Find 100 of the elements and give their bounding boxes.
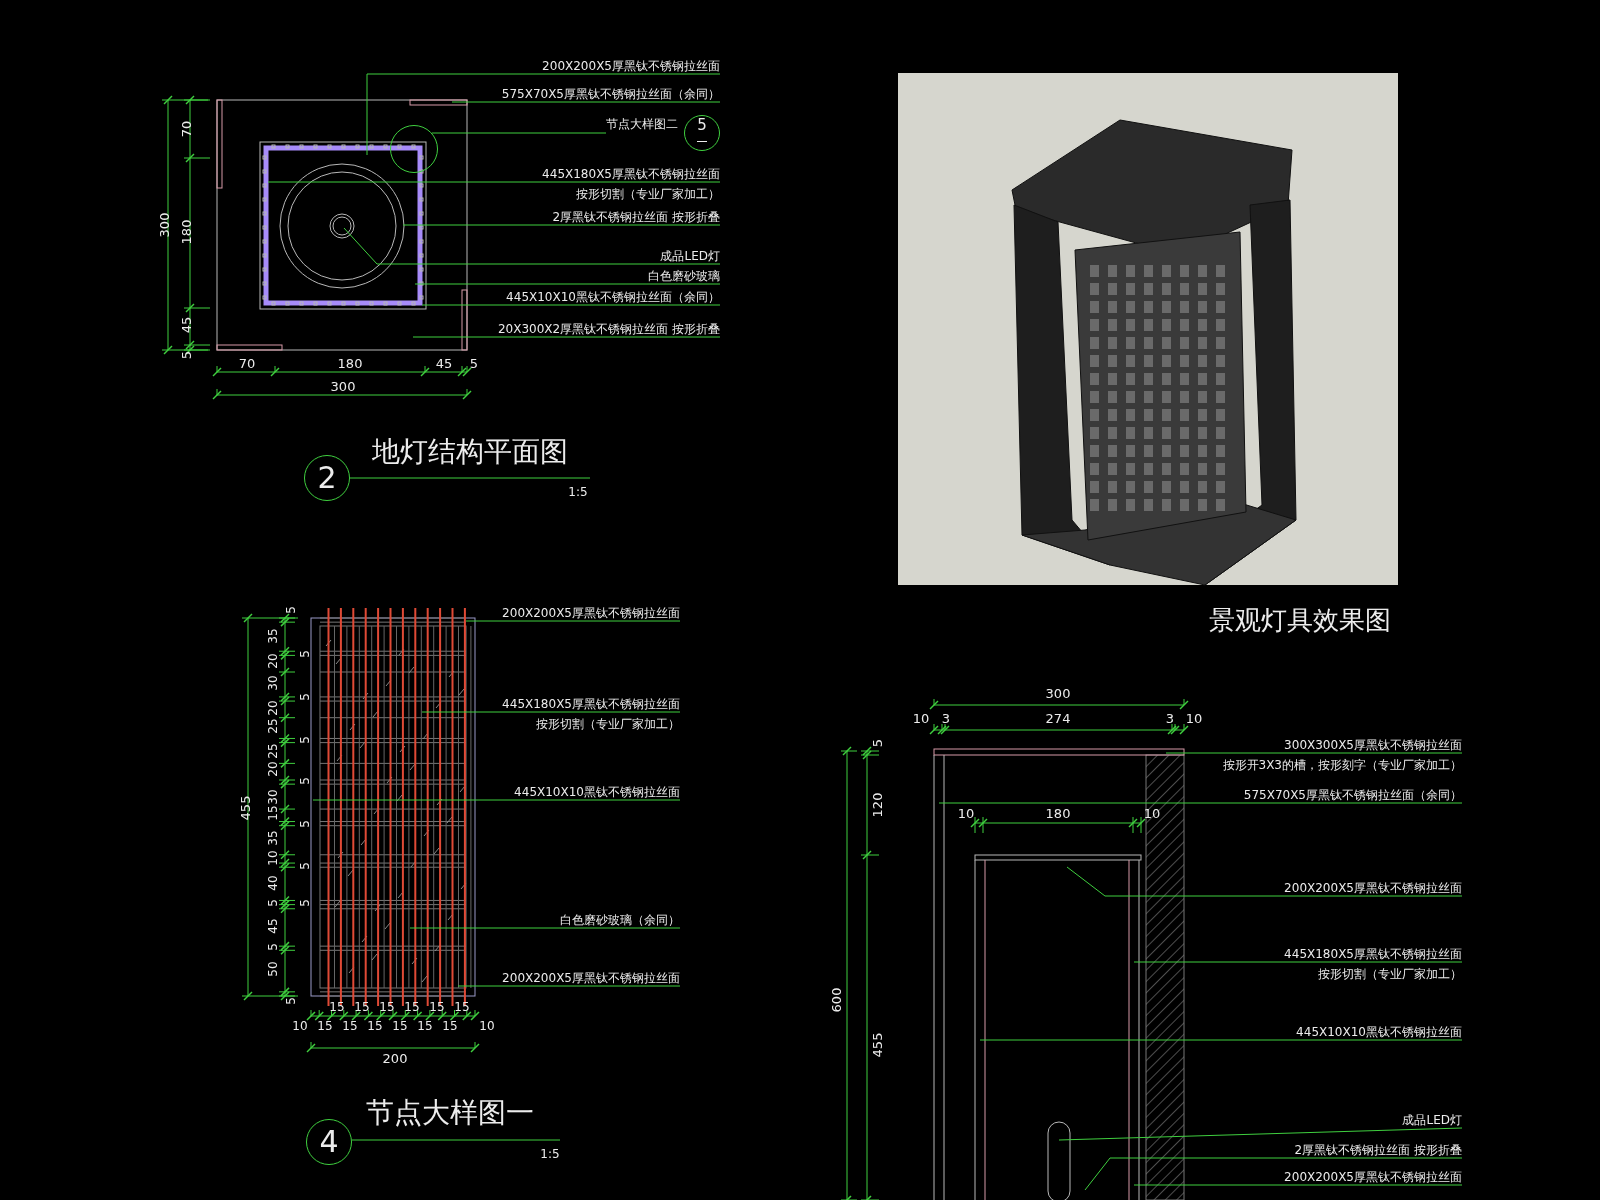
dimension-label: 15 — [454, 1001, 470, 1013]
leader-line — [465, 620, 681, 622]
annotation-text: 按形切割（专业厂家加工） — [535, 716, 680, 732]
annotation-text: 按形切割（专业厂家加工） — [1317, 966, 1462, 982]
dimension-label: 15 — [404, 1001, 420, 1013]
dimension-label: 70 — [179, 120, 193, 138]
dimension-label: 10 — [479, 1020, 495, 1032]
leader-line — [979, 1039, 1463, 1041]
leader-line — [1058, 1127, 1463, 1141]
dimension-label: 5 — [267, 898, 279, 907]
dimension-label: 300 — [157, 212, 171, 238]
dimension-label: 10 — [1143, 806, 1161, 820]
annotation-text: 成品LED灯 — [660, 248, 720, 264]
dimension-label: 5 — [870, 738, 884, 748]
dimension-label: 30 — [267, 789, 279, 805]
leader-line — [457, 985, 681, 987]
dimension-label: 50 — [267, 960, 279, 977]
dimension-label: 15 — [354, 1001, 370, 1013]
annotation-text: 200X200X5厚黑钛不锈钢拉丝面 — [502, 970, 680, 986]
annotation-text: 白色磨砂玻璃 — [648, 268, 720, 284]
leader-line — [1133, 961, 1463, 963]
dimension-label: 25 — [267, 718, 279, 734]
dimension-label: 5 — [299, 693, 311, 701]
dimension-label: 10 — [957, 806, 975, 820]
dimension-label: 455 — [238, 795, 252, 821]
dimension-label: 20 — [267, 653, 279, 670]
dimension-label: 10 — [267, 850, 279, 866]
dimension-label: 15 — [379, 1001, 395, 1013]
annotation-text: 200X200X5厚黑钛不锈钢拉丝面 — [1284, 1169, 1462, 1185]
dimension-label: 180 — [337, 356, 363, 370]
dimension-label: 15 — [442, 1020, 458, 1032]
leader-line — [267, 181, 721, 183]
drawing-title: 节点大样图一 — [366, 1099, 534, 1127]
dimension-label: 15 — [429, 1001, 445, 1013]
annotation-text: 节点大样图二 — [606, 116, 678, 132]
annotation-text: 200X200X5厚黑钛不锈钢拉丝面 — [1284, 880, 1462, 896]
dimension-label: 180 — [1045, 806, 1071, 820]
dimension-label: 15 — [392, 1020, 408, 1032]
dimension-label: 70 — [238, 356, 256, 370]
dimension-label: 15 — [329, 1001, 345, 1013]
dimension-label: 20 — [267, 700, 279, 716]
dimension-label: 40 — [267, 875, 279, 891]
dimension-label: 5 — [267, 943, 279, 951]
annotation-text: 按形切割（专业厂家加工） — [575, 186, 720, 202]
annotation-text: 2厚黑钛不锈钢拉丝面 按形折叠 — [552, 209, 720, 225]
dimension-label: 3 — [941, 711, 951, 725]
dimension-label: 3 — [1165, 711, 1175, 725]
dimension-label: 274 — [1045, 711, 1071, 725]
dimension-label: 10 — [1185, 711, 1203, 725]
leader-line — [421, 711, 681, 713]
annotation-text: 445X10X10黑钛不锈钢拉丝面 — [514, 784, 680, 800]
dimension-label: 30 — [267, 675, 279, 691]
dimension-label: 25 — [267, 743, 279, 759]
leader-line — [312, 799, 681, 801]
dimension-label: 5 — [299, 861, 311, 870]
annotation-text: 300X300X5厚黑钛不锈钢拉丝面 — [1283, 737, 1462, 753]
dimension-label: 15 — [267, 805, 279, 821]
annotation-text: 按形开3X3的槽，按形刻字（专业厂家加工） — [1222, 757, 1462, 773]
dimension-label: 5 — [299, 777, 311, 785]
dimension-label: 10 — [912, 711, 930, 725]
dimension-label: 5 — [299, 650, 311, 659]
dimension-label: 5 — [469, 356, 479, 370]
annotation-text: 575X70X5厚黑钛不锈钢拉丝面（余同） — [1243, 787, 1462, 803]
leader-line — [409, 927, 681, 929]
dimension-label: 20 — [267, 760, 279, 777]
dimension-label: 300 — [1045, 686, 1071, 700]
leader-line — [366, 73, 721, 156]
image-caption: 景观灯具效果图 — [1209, 607, 1391, 633]
leader-line — [414, 283, 721, 285]
leader-line — [402, 224, 721, 226]
dimension-label: 45 — [179, 316, 193, 334]
dimension-label: 300 — [330, 379, 356, 393]
annotation-text: 成品LED灯 — [1402, 1112, 1462, 1128]
dimension-label: 35 — [267, 830, 279, 846]
dimension-label: 5 — [179, 350, 193, 360]
scale-label: 1:5 — [568, 486, 588, 498]
drawing-title: 地灯结构平面图 — [372, 438, 568, 466]
leader-line — [421, 304, 721, 306]
dimension-label: 5 — [299, 736, 311, 744]
leader-line — [431, 132, 607, 134]
annotation-text: 445X180X5厚黑钛不锈钢拉丝面 — [1284, 946, 1462, 962]
scale-label: 1:5 — [540, 1148, 560, 1160]
dimension-label: 15 — [367, 1020, 383, 1032]
leader-line — [1133, 1184, 1463, 1186]
leader-line — [1084, 1157, 1463, 1191]
annotation-text: 445X10X10黑钛不锈钢拉丝面 — [1296, 1024, 1462, 1040]
leader-line — [451, 101, 721, 103]
dimension-label: 45 — [267, 918, 279, 934]
dimension-label: 15 — [317, 1020, 333, 1032]
dimension-label: 120 — [870, 792, 884, 818]
dimension-label: 600 — [829, 987, 843, 1013]
dimension-label: 180 — [179, 219, 193, 245]
dimension-label: 5 — [285, 996, 297, 1005]
annotation-text: 200X200X5厚黑钛不锈钢拉丝面 — [502, 605, 680, 621]
annotation-text: 445X10X10黑钛不锈钢拉丝面（余同） — [506, 289, 720, 305]
dimension-label: 15 — [417, 1020, 433, 1032]
annotation-text: 445X180X5厚黑钛不锈钢拉丝面 — [542, 166, 720, 182]
annotation-text: 20X300X2厚黑钛不锈钢拉丝面 按形折叠 — [497, 321, 720, 337]
leader-line — [412, 336, 721, 338]
annotation-text: 白色磨砂玻璃（余同） — [560, 912, 680, 928]
